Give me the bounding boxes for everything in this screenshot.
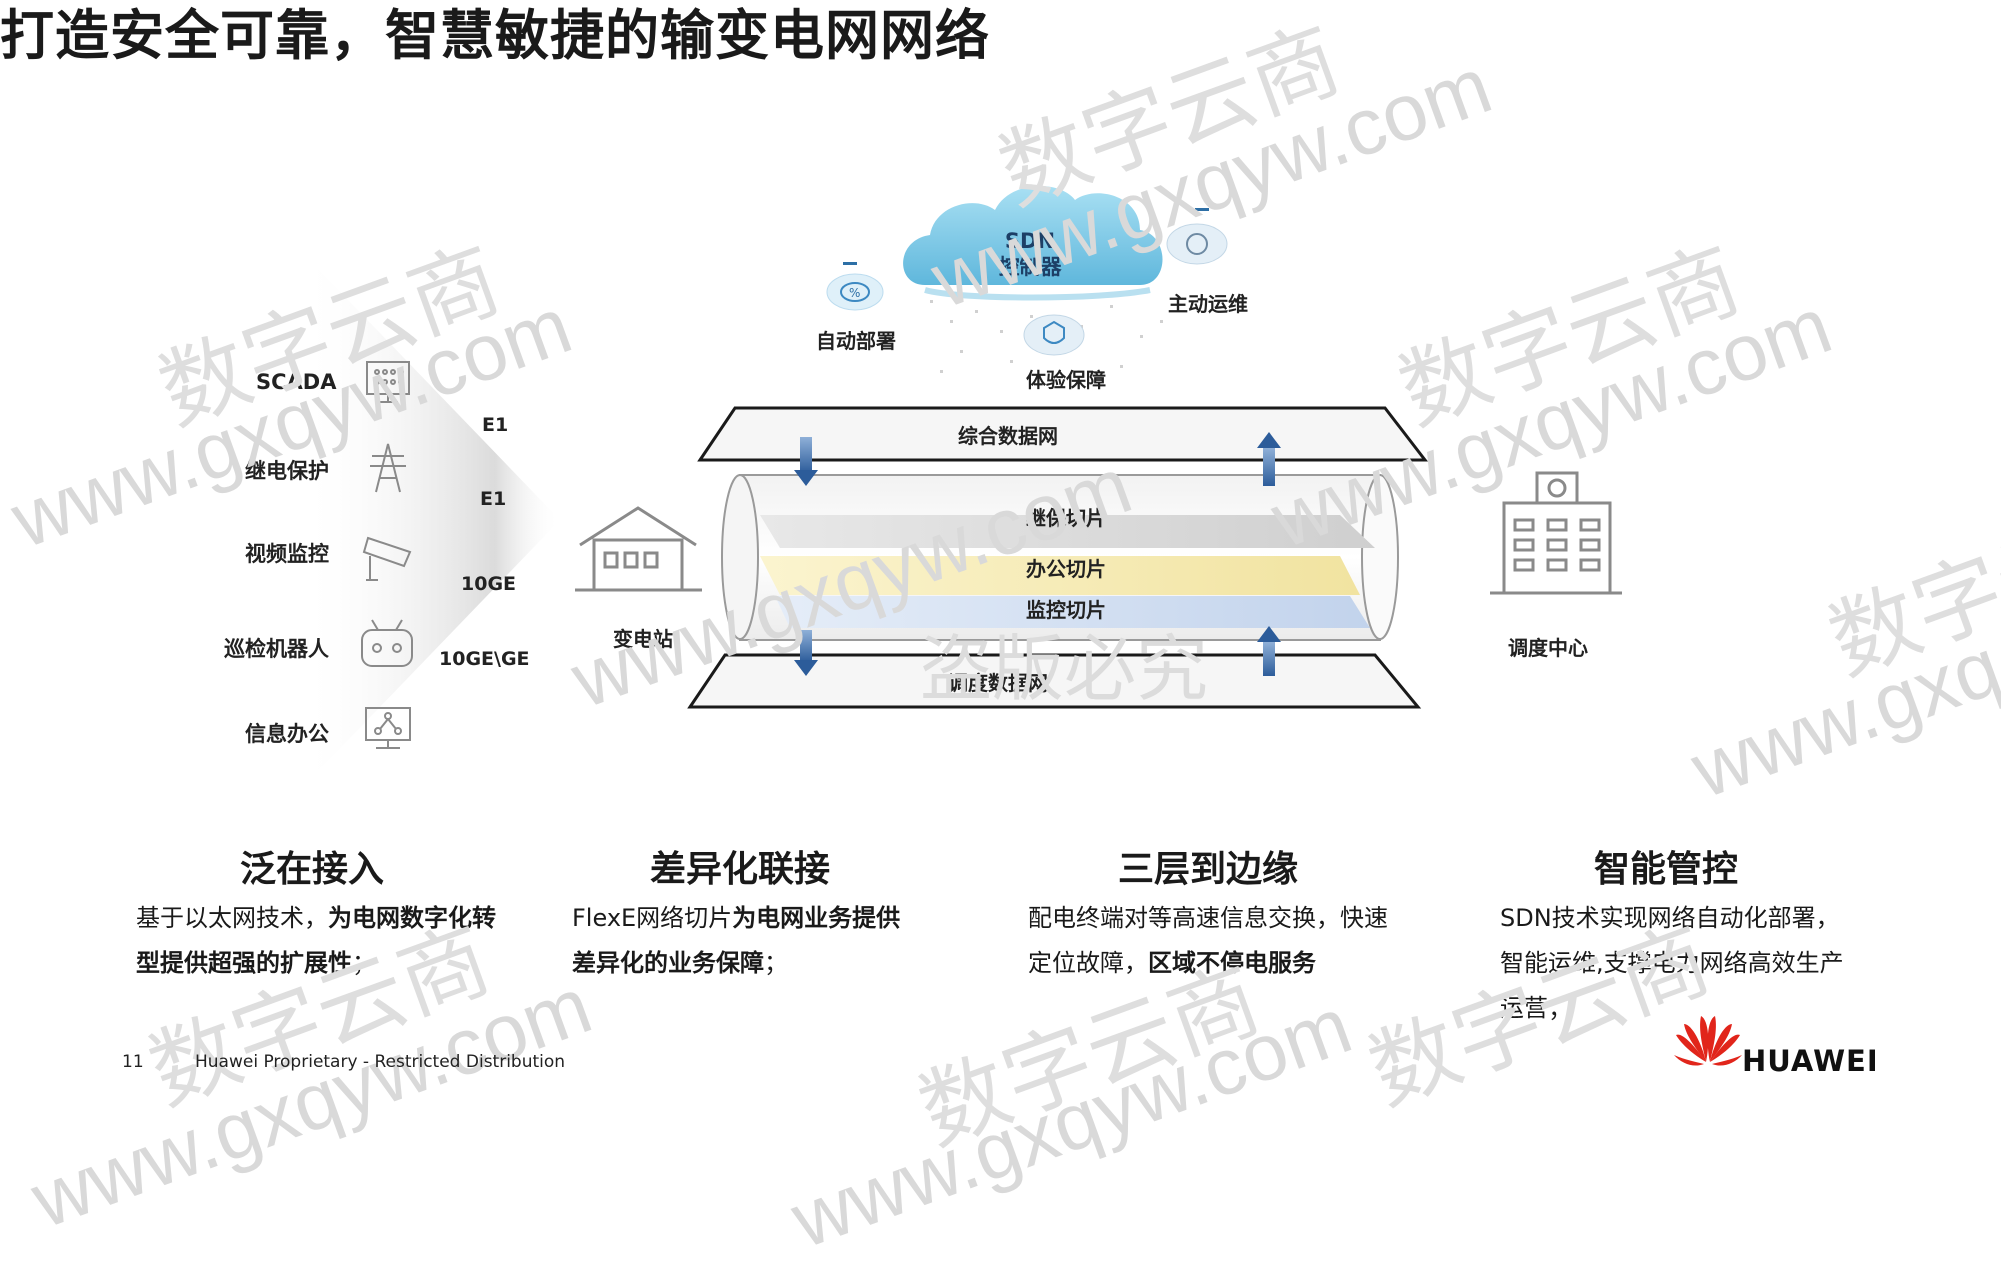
feature-text-bold: 为电网业务提供差异化的业务保障 (572, 904, 901, 977)
interface-label-1: E1 (482, 414, 509, 436)
proactive-om-label: 主动运维 (1168, 292, 1248, 316)
network-diagram: % (300, 186, 1742, 1066)
substation-label: 变电站 (613, 627, 673, 651)
feature-text-plain: FlexE网络切片 (572, 904, 733, 932)
huawei-wordmark: HUAWEI (1742, 1044, 1879, 1078)
feature-text-l3-to-edge: 配电终端对等高速信息交换，快速定位故障，区域不停电服务 (1028, 896, 1388, 986)
auto-deploy-label: 自动部署 (816, 329, 896, 353)
sdn-controller-label: SDN 控制器 (990, 228, 1070, 280)
slice-label-monitoring: 监控切片 (1026, 598, 1106, 622)
feature-text-bold: 为电网数字化转型提供超强的扩展性 (136, 904, 496, 977)
feature-text-plain: 配电终端对等高速信息交换，快速定位故障， (1028, 904, 1388, 977)
monitoring-slice (775, 596, 1370, 628)
up-arrow-right-top (1257, 432, 1281, 486)
robot-icon (361, 619, 413, 667)
feature-text-tail: ； (352, 949, 376, 977)
feature-title-ubiquitous-access: 泛在接入 (240, 849, 385, 890)
power-tower-icon (370, 443, 406, 493)
feature-text-ubiquitous-access: 基于以太网技术，为电网数字化转型提供超强的扩展性； (136, 896, 506, 986)
service-label-office: 信息办公 (245, 722, 329, 746)
monitor-icon (366, 361, 410, 403)
service-label-robot: 巡检机器人 (224, 637, 329, 661)
feature-text-differentiated: FlexE网络切片为电网业务提供差异化的业务保障； (572, 896, 922, 986)
interface-label-2: E1 (480, 488, 507, 510)
integrated-data-network-label: 综合数据网 (958, 424, 1058, 448)
svg-text:%: % (849, 286, 860, 300)
sdn-controller-cloud (903, 186, 1163, 301)
sdn-label-line1: SDN (1004, 229, 1056, 253)
experience-assurance-icon (1023, 314, 1085, 356)
slice-label-office: 办公切片 (1026, 557, 1106, 581)
up-arrow-right-bottom (1257, 626, 1281, 676)
down-arrow-left-bottom (794, 630, 818, 676)
huawei-logo-icon (1674, 1016, 1742, 1066)
page-title: 打造安全可靠，智慧敏捷的输变电网网络 (0, 4, 990, 67)
footer-classification: Huawei Proprietary - Restricted Distribu… (195, 1052, 566, 1072)
feature-title-differentiated: 差异化联接 (650, 849, 831, 890)
office-screen-icon (365, 707, 411, 749)
integrated-data-network-plane (697, 406, 1429, 462)
page-number: 11 (122, 1052, 144, 1072)
office-slice (760, 556, 1360, 595)
interface-label-4: 10GE\GE (439, 648, 530, 670)
feature-title-smart-control: 智能管控 (1594, 849, 1739, 890)
dispatch-data-network-plane (687, 653, 1422, 709)
service-label-relay: 继电保护 (245, 459, 329, 483)
feature-text-bold: 区域不停电服务 (1148, 949, 1316, 977)
relay-protection-slice (760, 515, 1375, 548)
feature-text-smart-control: SDN技术实现网络自动化部署，智能运维,支撑电力网络高效生产运营； (1500, 896, 1860, 1031)
auto-deploy-icon: % (826, 262, 884, 311)
dispatch-center-icon (1490, 471, 1622, 595)
substation-icon (575, 506, 702, 592)
access-fan (300, 250, 560, 790)
proactive-om-icon (1166, 208, 1228, 265)
sdn-label-line2: 控制器 (998, 255, 1062, 279)
slice-label-relay: 继保切片 (1026, 506, 1106, 530)
feature-text-plain: 基于以太网技术， (136, 904, 328, 932)
feature-text-tail: ； (764, 949, 788, 977)
down-arrow-left-top (794, 437, 818, 486)
camera-icon (362, 536, 412, 581)
feature-text-plain: SDN技术实现网络自动化部署，智能运维,支撑电力网络高效生产运营； (1500, 904, 1844, 1022)
experience-assurance-label: 体验保障 (1026, 368, 1106, 392)
service-label-scada: SCADA (256, 370, 337, 394)
service-label-video: 视频监控 (245, 542, 329, 566)
dispatch-data-network-label: 调度数据网 (948, 671, 1048, 695)
dispatch-center-label: 调度中心 (1508, 636, 1588, 660)
feature-title-l3-to-edge: 三层到边缘 (1118, 849, 1299, 890)
watermark-seal: 盗版必究 (920, 627, 1209, 711)
interface-label-3: 10GE (461, 573, 517, 595)
